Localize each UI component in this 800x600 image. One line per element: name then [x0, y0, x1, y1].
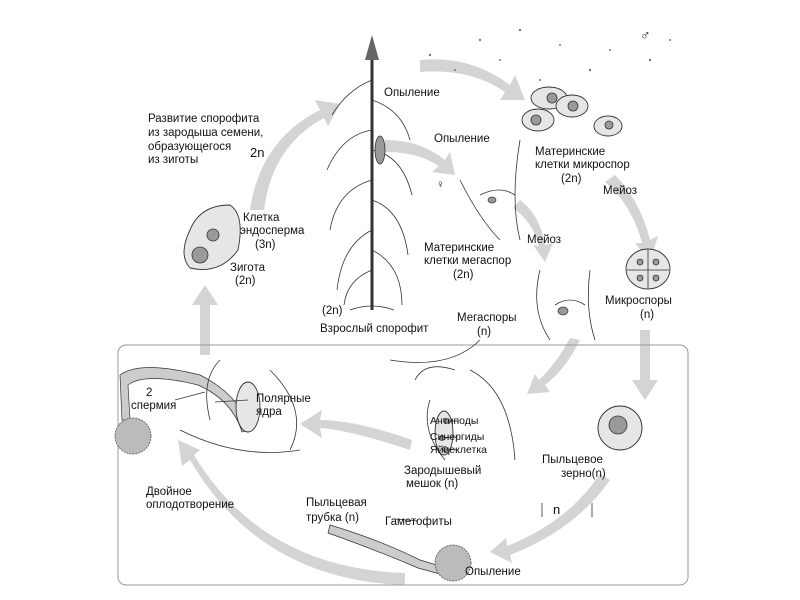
- arrow-plant-to-ovule: [385, 140, 455, 175]
- fertilization-illustration: [114, 359, 301, 455]
- label-pollination-bottom: Опыление: [465, 566, 521, 578]
- label-sporophyte-dev-2: из зародыша семени,: [148, 127, 263, 139]
- label-double-fertilization-1: Двойное: [146, 486, 192, 498]
- arrow-fertilization-to-seed: [192, 285, 218, 355]
- label-zygote-2: (2n): [235, 275, 256, 287]
- cycle-arrows: [178, 59, 658, 585]
- label-microspores-2: (n): [640, 309, 654, 321]
- gametophyte-panel: [117, 344, 689, 586]
- label-endosperm-3: (3n): [255, 239, 276, 251]
- label-antipodals: Антиподы: [430, 415, 478, 427]
- label-polar-nuclei-1: Полярные: [256, 393, 311, 405]
- label-pollen-grain-1: Пыльцевое: [542, 454, 603, 466]
- label-microspores-1: Микроспоры: [605, 295, 672, 307]
- label-adult-sporophyte: Взрослый спорофит: [320, 323, 429, 335]
- label-meiosis-mid: Мейоз: [527, 234, 561, 246]
- arrow-pollen-to-pollination: [490, 474, 610, 563]
- pollinating-grain: [327, 503, 593, 582]
- microspore-mother-cells: [521, 86, 623, 137]
- arrow-meiosis-micro: [605, 175, 658, 262]
- arrow-pollination-to-fertilization: [178, 440, 405, 585]
- label-polar-nuclei-2: ядра: [256, 406, 282, 418]
- label-egg-cell: Яйцеклетка: [430, 444, 487, 456]
- corn-plant-illustration: [326, 35, 413, 311]
- pollen-dots: [428, 28, 671, 81]
- male-symbol: ♂: [640, 27, 651, 43]
- label-megaspore-mother-3: (2n): [453, 269, 474, 281]
- label-double-fertilization-2: оплодотворение: [146, 499, 234, 511]
- label-meiosis-right: Мейоз: [603, 185, 637, 197]
- arrow-sac-to-fertilization: [300, 410, 412, 450]
- label-megaspores-2: (n): [477, 326, 491, 338]
- label-two-sperm-1: 2: [146, 387, 152, 399]
- arrow-microspores-to-pollen: [632, 330, 658, 400]
- arrow-megaspores-to-sac: [527, 338, 580, 394]
- label-gametophyte-ploidy: n: [553, 502, 560, 517]
- label-pollen-tube-2: трубка (n): [306, 512, 359, 524]
- label-sporophyte-ploidy: 2n: [250, 145, 264, 160]
- label-endosperm-1: Клетка: [243, 212, 280, 224]
- label-pollen-tube-1: Пыльцевая: [306, 497, 367, 509]
- microspore-tetrad: [625, 248, 671, 290]
- label-embryo-sac-2: мешок (n): [406, 478, 458, 490]
- label-megaspore-mother-1: Материнские: [424, 242, 494, 254]
- label-pollination-mid: Опыление: [434, 133, 490, 145]
- label-zygote-1: Зигота: [230, 262, 266, 274]
- label-two-sperm-2: спермия: [131, 400, 176, 412]
- arrow-seed-to-sporophyte: [250, 100, 340, 210]
- label-microspore-mother-3: (2n): [561, 173, 582, 185]
- label-pollination-top: Опыление: [384, 87, 440, 99]
- arrow-meiosis-mega: [513, 200, 553, 262]
- label-gametophytes: Гаметофиты: [385, 516, 452, 528]
- ovule-megaspore-mother: [459, 139, 521, 241]
- label-adult-ploidy: (2n): [322, 305, 343, 317]
- label-endosperm-2: эндосперма: [240, 225, 305, 237]
- label-microspore-mother-1: Материнские: [535, 146, 605, 158]
- arrow-sporophyte-to-pollination: [420, 59, 525, 100]
- label-megaspore-mother-2: клетки мегаспор: [424, 255, 511, 267]
- embryo-sac-illustration: [389, 339, 516, 461]
- pollen-grain-illustration: [597, 405, 643, 451]
- label-synergids: Синергиды: [430, 431, 484, 443]
- female-symbol: ♀: [436, 179, 445, 191]
- label-embryo-sac-1: Зародышевый: [404, 465, 481, 477]
- ovule-megaspores: [536, 269, 596, 341]
- labels: Опыление ♂ Развитие спорофита из зародыш…: [131, 27, 672, 578]
- label-sporophyte-dev-4: из зиготы: [148, 154, 198, 166]
- label-megaspores-1: Мегаспоры: [457, 312, 516, 324]
- label-sporophyte-dev-3: образующегося: [148, 141, 231, 153]
- label-sporophyte-dev-1: Развитие спорофита: [148, 113, 260, 125]
- label-pollen-grain-2: зерно(n): [561, 468, 606, 480]
- label-microspore-mother-2: клетки микроспор: [535, 159, 630, 171]
- seed-illustration: [183, 204, 241, 270]
